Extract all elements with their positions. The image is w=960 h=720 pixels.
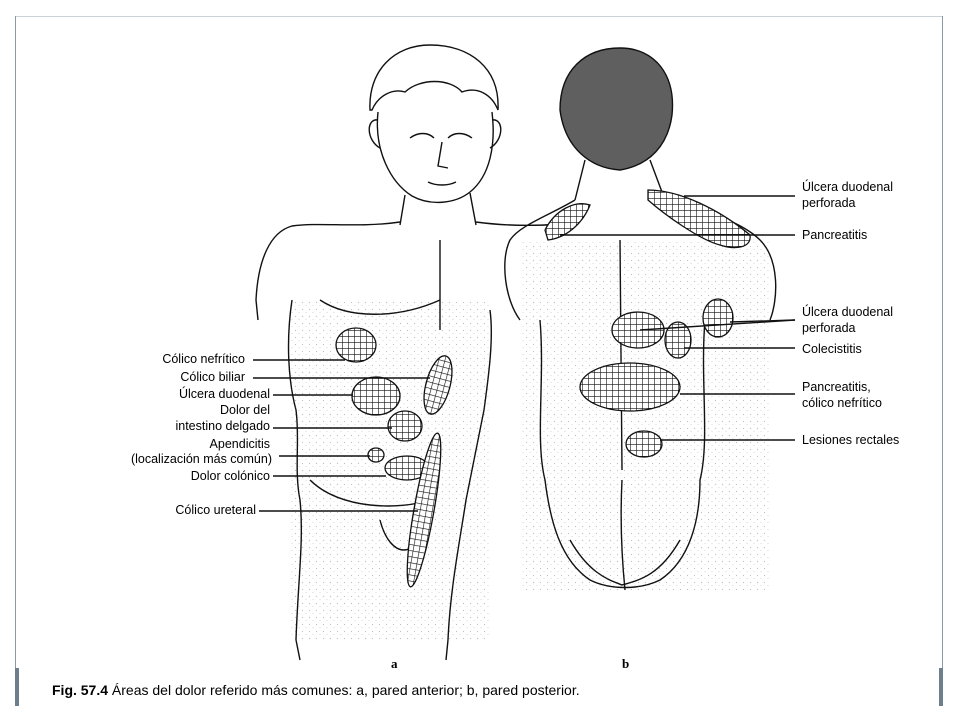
- area-intestino-delgado: [387, 410, 423, 442]
- label-apendicitis-1: Apendicitis: [209, 437, 270, 451]
- area-colico-nefritico: [335, 327, 377, 363]
- label-dolor-intestino-2: intestino delgado: [175, 419, 270, 433]
- area-back-shoulder: [647, 189, 751, 249]
- leader-lines: [253, 195, 796, 512]
- frame-bottom-right-accent: [939, 668, 943, 706]
- figure-caption: Fig. 57.4 Áreas del dolor referido más c…: [52, 682, 580, 698]
- label-ulcera-perforada-top-1: Úlcera duodenal: [802, 180, 894, 194]
- area-back-pancreatitis: [579, 362, 681, 412]
- front-hair: [369, 44, 499, 111]
- label-apendicitis-2: (localización más común): [130, 452, 272, 466]
- area-back-left-shoulder: [544, 203, 591, 241]
- frame-right-border: [942, 16, 943, 706]
- label-colico-biliar: Cólico biliar: [180, 370, 245, 384]
- label-colico-ureteral: Cólico ureteral: [175, 503, 256, 517]
- area-ulcera-duodenal: [351, 376, 401, 416]
- area-apendicitis: [367, 447, 385, 463]
- front-head: [376, 111, 494, 204]
- area-back-colecistitis: [664, 321, 692, 359]
- label-pancreatitis-colico-2: cólico nefrítico: [802, 396, 882, 410]
- label-pancreatitis: Pancreatitis: [802, 228, 868, 242]
- label-colecistitis: Colecistitis: [802, 342, 862, 356]
- label-ulcera-perforada-top-2: perforada: [802, 196, 856, 210]
- label-dolor-colonico: Dolor colónico: [190, 469, 270, 483]
- area-back-rectal: [625, 430, 663, 458]
- front-pain-areas: [335, 327, 453, 588]
- area-ureteral: [406, 432, 442, 588]
- area-back-ulcera-mid: [611, 311, 665, 349]
- label-dolor-intestino-1: Dolor del: [219, 403, 270, 417]
- label-ulcera-perforada-mid-2: perforada: [802, 321, 856, 335]
- label-ulcera-perforada-mid-1: Úlcera duodenal: [802, 305, 894, 319]
- subfigure-a-label: a: [391, 656, 398, 671]
- back-torso-outline: [504, 199, 576, 321]
- back-head: [559, 47, 674, 171]
- caption-prefix: Fig. 57.4: [52, 682, 109, 698]
- label-pancreatitis-colico-1: Pancreatitis,: [802, 380, 871, 394]
- label-lesiones-rectales: Lesiones rectales: [802, 433, 900, 447]
- frame-left-border: [15, 16, 16, 706]
- subfigure-b-label: b: [622, 656, 630, 671]
- front-torso-outline: [255, 221, 401, 321]
- back-pain-areas: [544, 189, 751, 458]
- label-colico-nefritico: Cólico nefrítico: [162, 352, 245, 366]
- frame-top-border: [15, 16, 943, 17]
- frame-bottom-left-accent: [15, 668, 19, 706]
- area-back-ulcera-right: [702, 298, 734, 338]
- caption-text: Áreas del dolor referido más comunes: a,…: [108, 682, 580, 698]
- label-ulcera-duodenal: Úlcera duodenal: [178, 387, 270, 401]
- area-colico-biliar: [423, 355, 453, 415]
